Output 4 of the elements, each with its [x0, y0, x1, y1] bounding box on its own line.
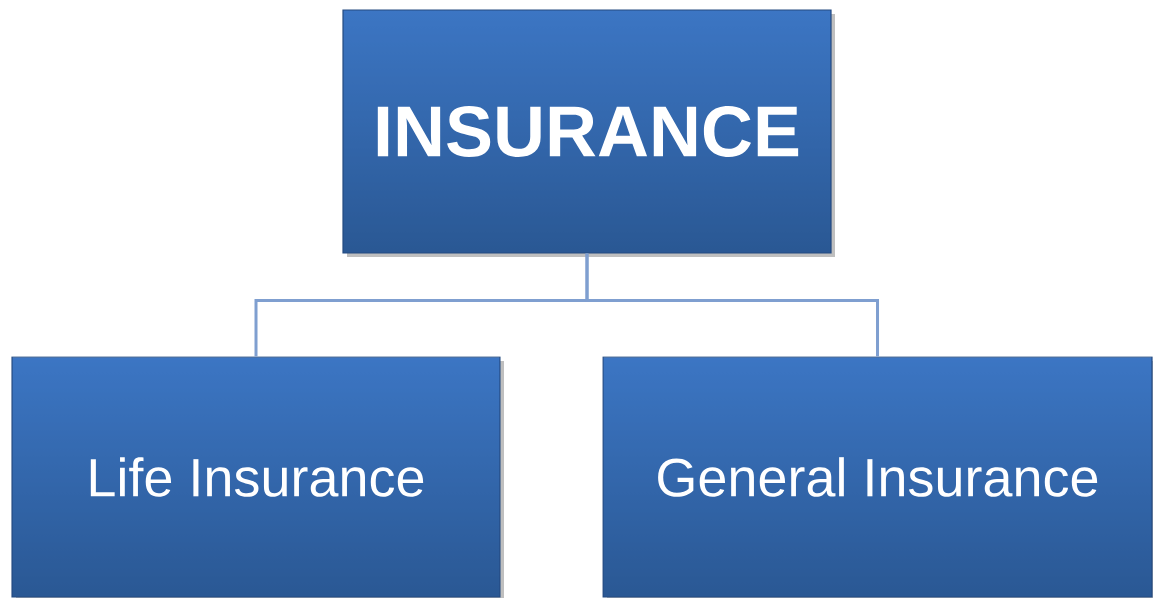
category-box: INSURANCE	[342, 9, 835, 257]
connector	[585, 253, 879, 357]
category-box: General Insurance	[602, 356, 1153, 598]
category-box: Life Insurance	[11, 356, 504, 598]
